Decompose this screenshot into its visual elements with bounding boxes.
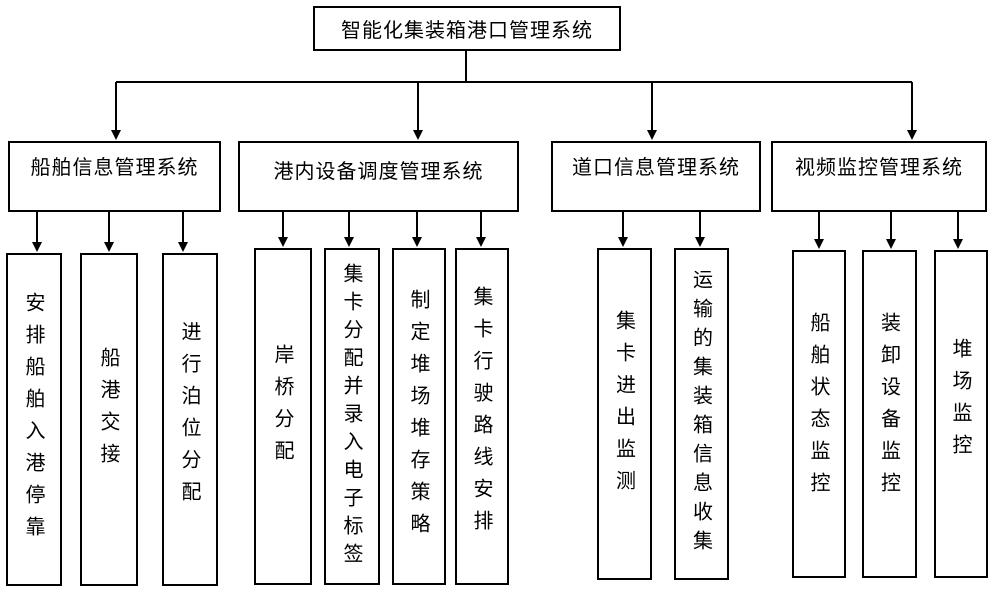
- system-label: 船舶信息管理系统: [30, 155, 199, 179]
- system-node-equipment-dispatch: 港内设备调度管理系统: [238, 141, 519, 212]
- task-node: 装卸设备监控: [862, 250, 917, 578]
- system-label: 道口信息管理系统: [572, 155, 740, 179]
- task-label: 安排船舶入港停靠: [22, 291, 46, 548]
- task-label: 岸桥分配: [271, 344, 295, 472]
- task-node: 运输的集装箱信息收集: [674, 248, 729, 580]
- system-label: 视频监控管理系统: [795, 155, 963, 179]
- task-node: 船港交接: [80, 253, 138, 586]
- task-node: 集卡行驶路线安排: [455, 248, 509, 585]
- task-node: 集卡分配并录入电子标签: [324, 248, 380, 585]
- task-node: 制定堆场堆存策略: [392, 248, 446, 585]
- system-node-gate-info: 道口信息管理系统: [551, 141, 761, 212]
- task-label: 船港交接: [97, 347, 121, 475]
- task-label: 堆场监控: [949, 338, 973, 466]
- system-label: 港内设备调度管理系统: [273, 159, 484, 183]
- task-label: 装卸设备监控: [877, 312, 902, 504]
- task-label: 集卡进出监测: [612, 310, 637, 502]
- task-label: 船舶状态监控: [807, 312, 831, 504]
- root-node: 智能化集装箱港口管理系统: [313, 6, 621, 51]
- task-node: 岸桥分配: [254, 248, 312, 585]
- task-node: 安排船舶入港停靠: [6, 253, 62, 586]
- task-node: 集卡进出监测: [597, 248, 652, 580]
- root-label: 智能化集装箱港口管理系统: [341, 18, 593, 42]
- system-node-video-monitoring: 视频监控管理系统: [771, 141, 987, 212]
- system-node-ship-info: 船舶信息管理系统: [8, 141, 221, 212]
- task-label: 集卡行驶路线安排: [470, 286, 494, 542]
- task-node: 进行泊位分配: [162, 253, 218, 586]
- task-label: 制定堆场堆存策略: [407, 288, 431, 545]
- task-node: 船舶状态监控: [792, 250, 846, 578]
- task-label: 运输的集装箱信息收集: [689, 269, 714, 559]
- task-node: 堆场监控: [934, 250, 988, 578]
- task-label: 集卡分配并录入电子标签: [340, 262, 364, 571]
- task-label: 进行泊位分配: [178, 321, 202, 513]
